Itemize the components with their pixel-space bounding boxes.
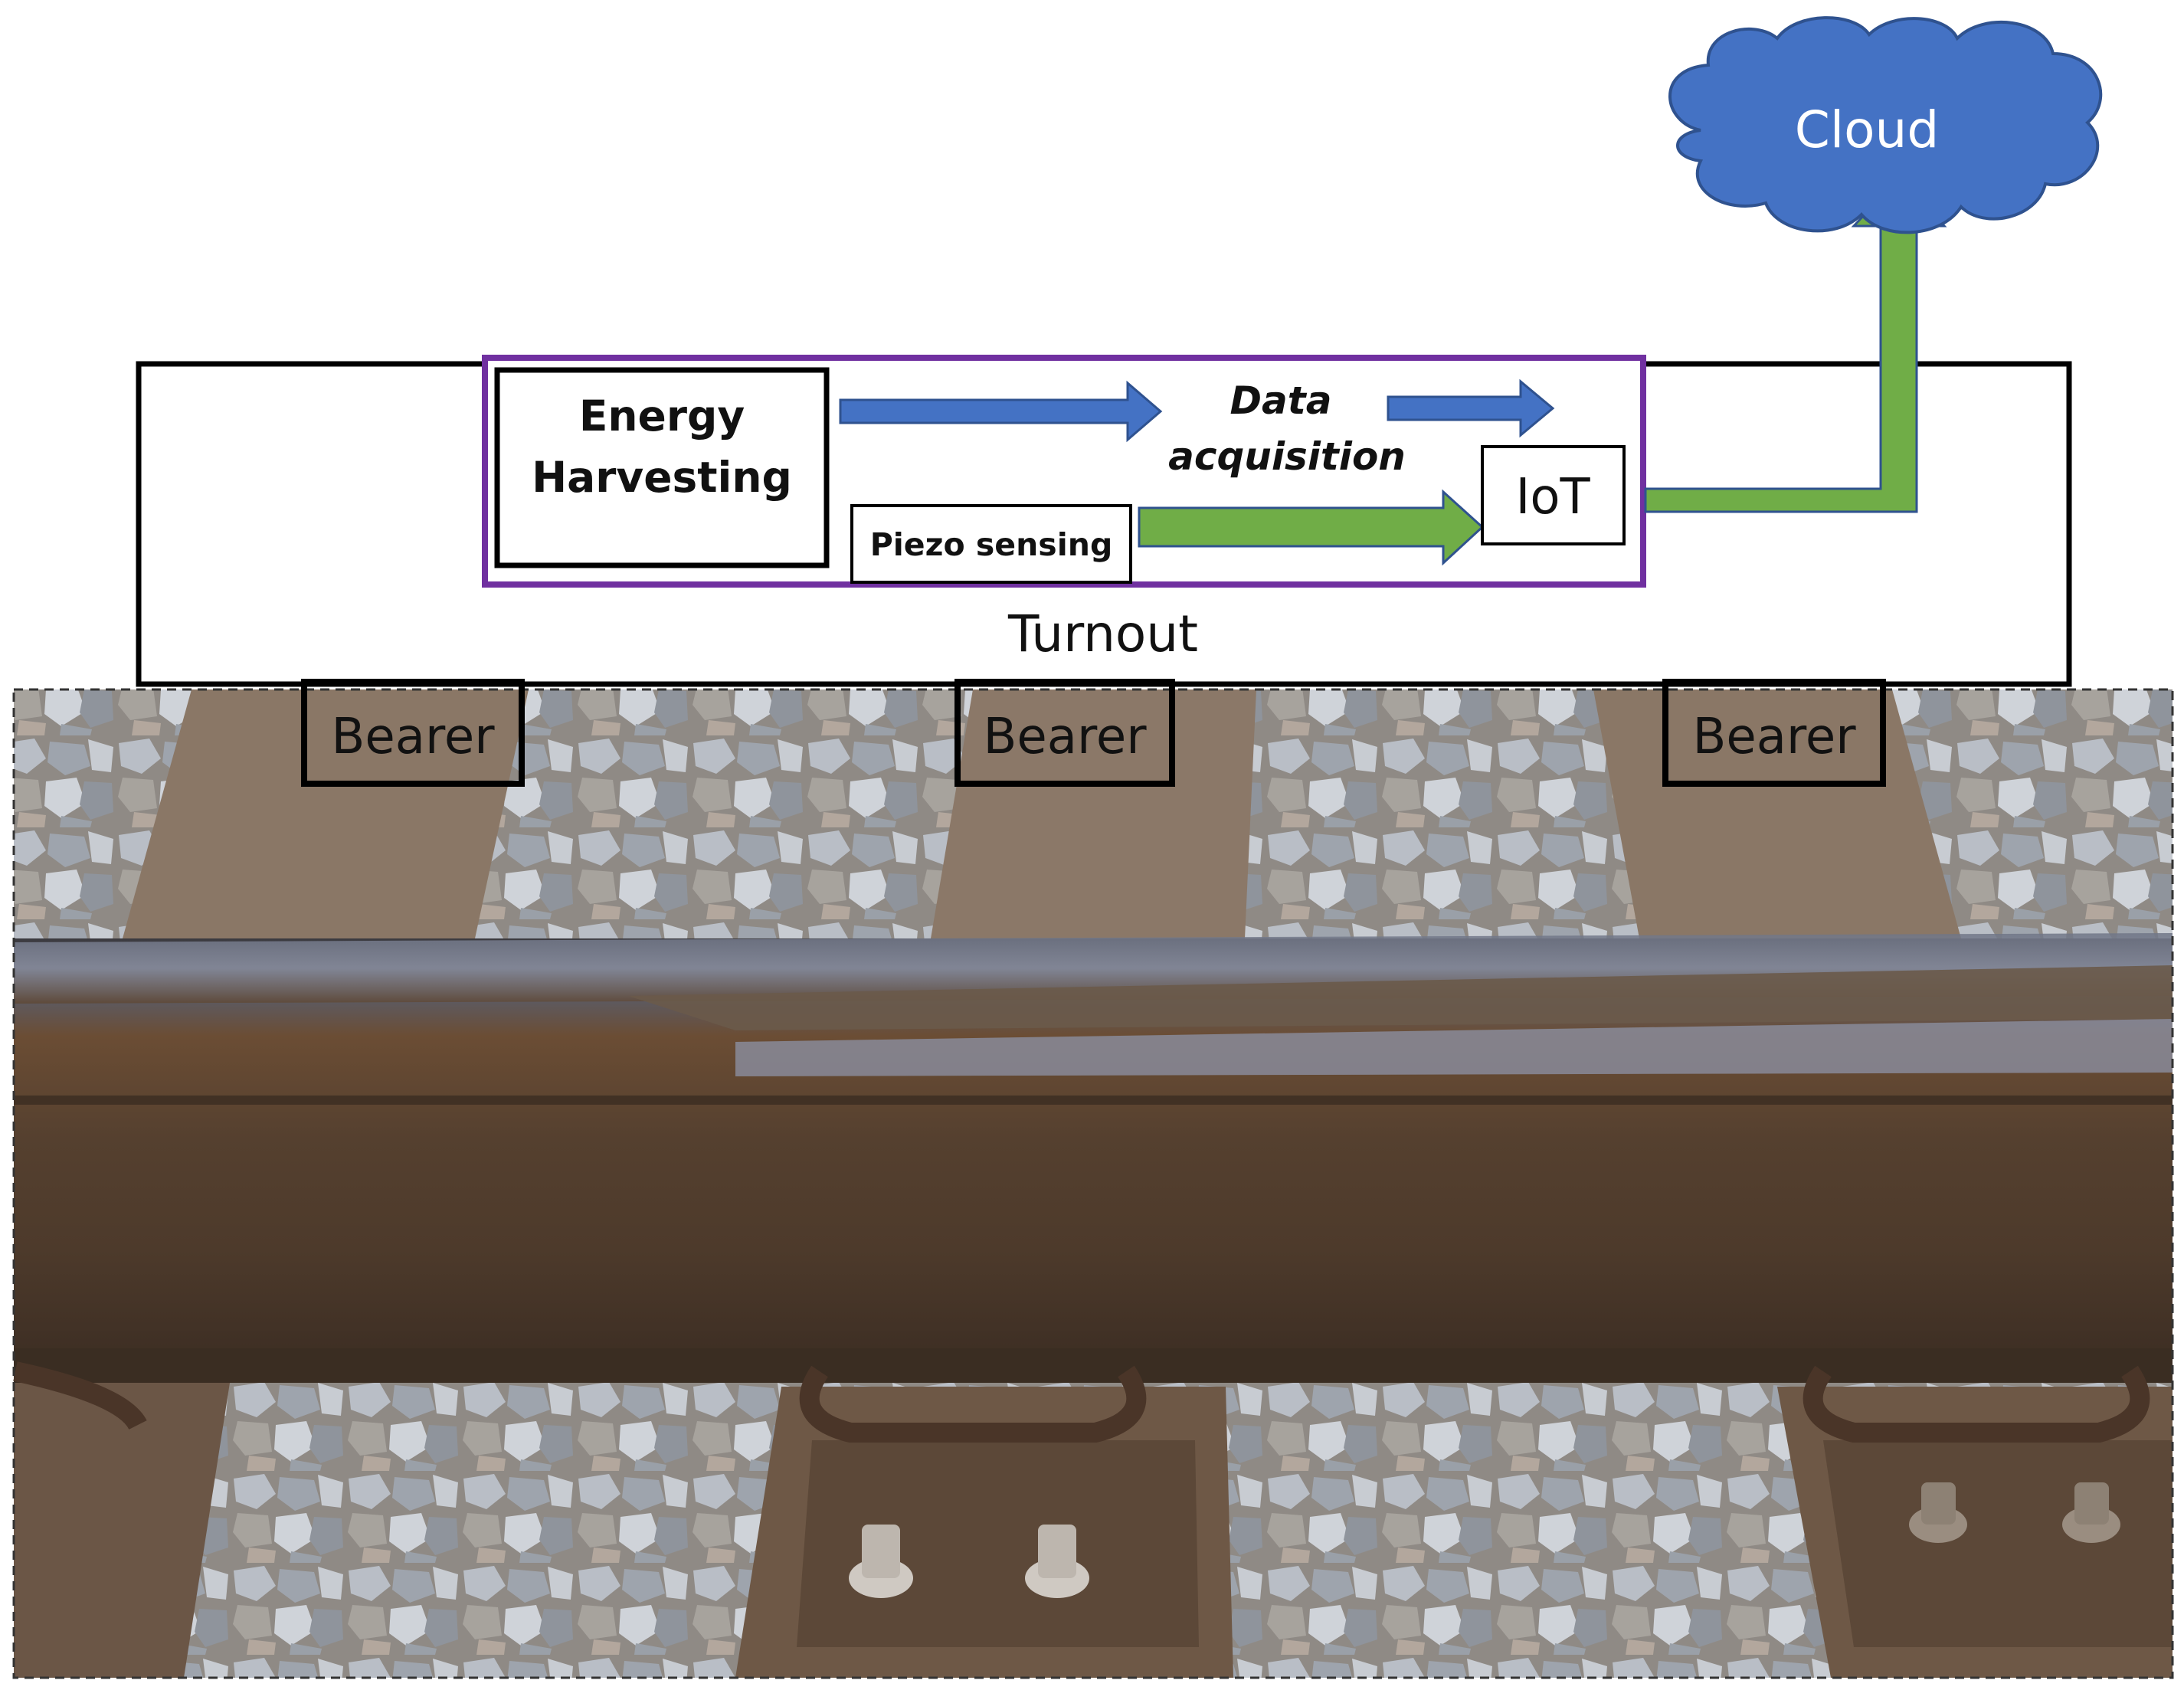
sensing-data-arrow — [1138, 489, 1485, 566]
svg-text:Bearer: Bearer — [1692, 709, 1856, 765]
svg-text:Bearer: Bearer — [331, 709, 495, 765]
rail-clip — [1803, 1365, 2150, 1443]
bearer-label-1: Bearer — [301, 679, 525, 787]
bearer-sleeper — [1593, 689, 1961, 938]
svg-text:Bearer: Bearer — [983, 709, 1147, 765]
turnout-label: Turnout — [1007, 604, 1198, 663]
rail-clip — [799, 1365, 1147, 1443]
piezo-sensing-box: Piezo sensing — [850, 504, 1132, 584]
cloud-label: Cloud — [1795, 100, 1940, 159]
bearer-sleeper — [123, 689, 529, 938]
bearer-sleeper — [14, 1383, 230, 1678]
data-acquisition-label-2: acquisition — [1168, 434, 1406, 479]
rail-clip — [13, 1361, 147, 1430]
bolt-icon — [849, 1482, 2120, 1598]
svg-text:Piezo sensing: Piezo sensing — [870, 526, 1113, 563]
cloud-icon: Cloud — [1668, 16, 2103, 234]
energy-harvesting-box: Energy Harvesting — [494, 367, 830, 568]
bearer-label-2: Bearer — [954, 679, 1175, 787]
energy-arrow-1 — [839, 380, 1163, 443]
energy-arrow-2 — [1387, 378, 1555, 438]
bearer-label-3: Bearer — [1662, 679, 1886, 787]
svg-text:IoT: IoT — [1515, 469, 1590, 526]
data-acquisition-label: Data — [1230, 378, 1332, 423]
iot-box: IoT — [1481, 445, 1626, 545]
svg-text:Energy: Energy — [579, 391, 745, 441]
railway-turnout-photo — [12, 688, 2174, 1679]
svg-text:Harvesting: Harvesting — [532, 453, 792, 502]
